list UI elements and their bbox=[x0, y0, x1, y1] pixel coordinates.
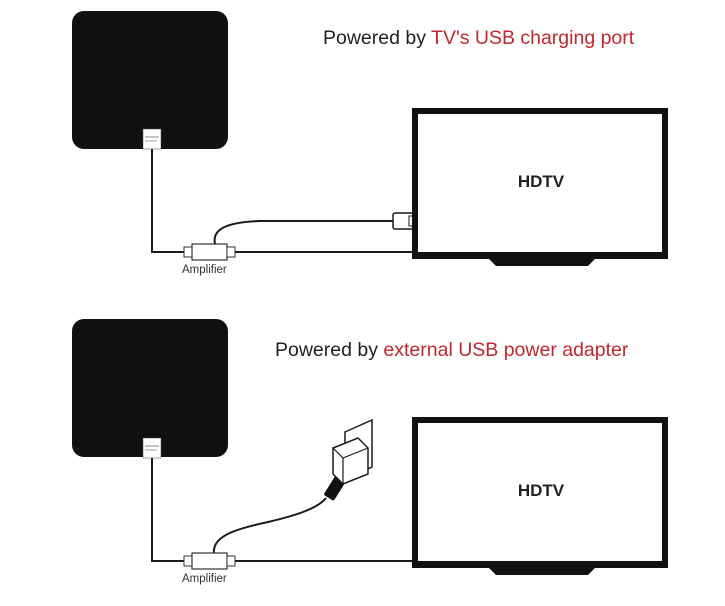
caption-tv-usb: Powered by TV's USB charging port bbox=[323, 27, 634, 50]
hdtv-2 bbox=[412, 417, 668, 575]
antenna-cable bbox=[151, 149, 184, 253]
caption-prefix: Powered by bbox=[323, 27, 432, 49]
amplifier bbox=[183, 552, 236, 570]
tv-label: HDTV bbox=[517, 172, 565, 191]
usb-power-cable bbox=[213, 220, 395, 245]
caption-highlight: TV's USB charging port bbox=[431, 27, 635, 49]
antenna-panel bbox=[72, 319, 228, 457]
caption-external-adapter: Powered by external USB power adapter bbox=[275, 339, 628, 362]
caption-prefix: Powered by bbox=[275, 339, 384, 361]
amplifier bbox=[183, 243, 236, 261]
antenna-logo-plate bbox=[142, 437, 162, 459]
usb-power-cable bbox=[212, 497, 327, 554]
power-adapter bbox=[332, 418, 373, 485]
amplifier-label: Amplifier bbox=[182, 264, 227, 276]
amplifier-label: Amplifier bbox=[182, 573, 227, 585]
caption-highlight: external USB power adapter bbox=[383, 339, 629, 361]
antenna-panel bbox=[72, 11, 228, 149]
tv-label: HDTV bbox=[517, 481, 565, 500]
panel-tv-usb bbox=[72, 11, 668, 266]
panel-external-adapter bbox=[72, 319, 668, 575]
antenna-logo-plate bbox=[142, 128, 162, 150]
hdtv-1 bbox=[412, 108, 668, 266]
antenna-cable bbox=[151, 458, 184, 562]
